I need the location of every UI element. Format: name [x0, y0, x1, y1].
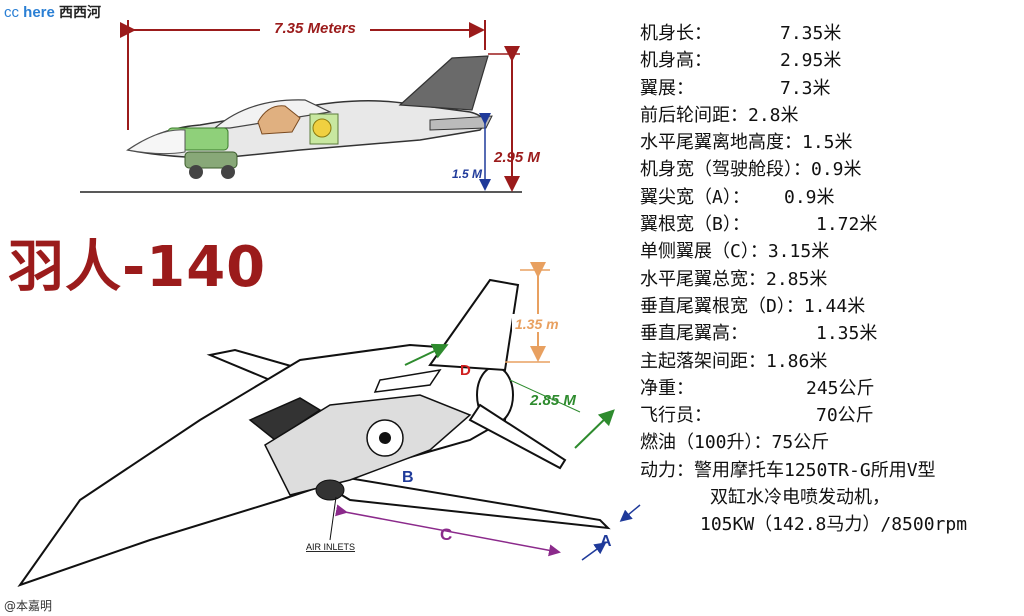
- spec-value: 3.15米: [767, 241, 830, 263]
- iso-left-tail: [373, 368, 442, 393]
- spec-row: 单侧翼展（C）：3.15米: [640, 238, 1020, 265]
- iso-canopy: [248, 397, 322, 441]
- spec-row: 主起落架间距：1.86米: [640, 348, 1020, 375]
- spec-value: 105KW（142.8马力）/8500rpm: [700, 514, 968, 536]
- spec-key: 水平尾翼总宽：: [640, 268, 766, 290]
- page-title: 羽人-140: [8, 235, 267, 300]
- air-inlets-leader: [329, 496, 337, 541]
- spec-key: 单侧翼展（C）：: [640, 241, 768, 263]
- spec-value: 0.9米: [811, 159, 862, 181]
- iso-cutaway: [264, 394, 472, 496]
- spec-row: 翼展： 7.3米: [640, 75, 1020, 102]
- spec-key: 水平尾翼离地高度：: [640, 132, 802, 154]
- spec-value: 2.85米: [766, 268, 828, 290]
- iso-horizontal-tail: [468, 403, 567, 470]
- iso-vertical-fin: [428, 278, 520, 372]
- tail-height-label: 1.5 M: [452, 167, 483, 181]
- spec-value: 75公斤: [771, 432, 830, 454]
- spec-value: 70公斤: [816, 405, 874, 427]
- watermark: cc here 西西河: [4, 2, 101, 22]
- height-label: 2.95 M: [493, 149, 540, 166]
- fin-height-label: 1.35 m: [515, 316, 559, 332]
- spec-key: 前后轮间距：: [640, 104, 748, 126]
- label-c: C: [440, 525, 452, 544]
- side-front-wheel: [189, 165, 203, 179]
- iso-air-inlet: [315, 479, 345, 501]
- spec-row: 垂直尾翼高： 1.35米: [640, 320, 1020, 347]
- spec-key: 动力：: [640, 459, 694, 481]
- spec-value: 1.5米: [802, 132, 853, 154]
- air-inlets-label: AIR INLETS: [306, 542, 355, 552]
- credit: @本嘉明: [4, 599, 53, 613]
- spec-row: 机身宽（驾驶舱段）：0.9米: [640, 156, 1020, 183]
- spec-row: 机身长： 7.35米: [640, 20, 1020, 47]
- side-engine-part: [312, 118, 332, 138]
- spec-key: 垂直尾翼高：: [640, 323, 748, 345]
- spec-key: 机身宽（驾驶舱段）：: [640, 159, 811, 181]
- tail-span-arrow-left: [404, 343, 449, 366]
- spec-value: 1.72米: [816, 214, 878, 236]
- length-label-bg: [260, 17, 370, 39]
- c-dimension: [335, 504, 561, 557]
- spec-key: 机身长：: [640, 23, 712, 44]
- spec-key: 翼展：: [640, 77, 694, 99]
- a-arrow-lower: [581, 542, 607, 561]
- side-rear-wheel: [221, 165, 235, 179]
- spec-value: 2.95米: [780, 50, 842, 72]
- spec-key: 燃油（100升）：: [640, 432, 772, 454]
- spec-row: 垂直尾翼根宽（D）：1.44米: [640, 293, 1020, 320]
- spec-value: 2.8米: [748, 104, 799, 126]
- spec-value: 1.35米: [816, 323, 878, 345]
- spec-row: 水平尾翼总宽：2.85米: [640, 266, 1020, 293]
- side-vertical-tail: [398, 55, 489, 111]
- tail-span-leader: [509, 379, 581, 413]
- spec-value: 双缸水冷电喷发动机，: [710, 487, 890, 509]
- side-nose-gear: [184, 151, 238, 169]
- spec-value: 7.3米: [780, 77, 831, 99]
- spec-row: 机身高： 2.95米: [640, 47, 1020, 74]
- tail-span-arrow-right: [574, 409, 615, 449]
- spec-value: 1.86米: [766, 350, 828, 372]
- spec-key: 翼根宽（B）：: [640, 214, 750, 236]
- spec-list: 机身长：7.35米机身高：2.95米翼展：7.3米前后轮间距：2.8米水平尾翼离…: [640, 20, 1020, 539]
- label-d: D: [460, 362, 471, 379]
- spec-key: 翼尖宽（A）：: [640, 186, 750, 208]
- label-b: B: [402, 469, 414, 486]
- spec-value: 0.9米: [784, 186, 835, 208]
- watermark-site: 西西河: [59, 5, 102, 21]
- spec-row: 燃油（100升）：75公斤: [640, 429, 1020, 456]
- iso-fan-hub: [379, 432, 391, 444]
- tail-span-label: 2.85 M: [529, 392, 576, 409]
- spec-row: 动力：警用摩托车1250TR-G所用V型: [640, 457, 1020, 484]
- spec-value: 245公斤: [806, 377, 875, 399]
- spec-key: 主起落架间距：: [640, 350, 766, 372]
- spec-row: 前后轮间距：2.8米: [640, 102, 1020, 129]
- fin-height-label-bg: [512, 314, 570, 332]
- side-pilot: [257, 105, 301, 135]
- spec-row: 水平尾翼离地高度：1.5米: [640, 129, 1020, 156]
- spec-row: 翼尖宽（A）： 0.9米: [640, 184, 1020, 211]
- spec-row: 翼根宽（B）： 1.72米: [640, 211, 1020, 238]
- iso-view: 1.35 m 2.85 M D B C A AIR INLETS: [17, 262, 641, 587]
- spec-key: 净重：: [640, 377, 694, 399]
- spec-row: 105KW（142.8马力）/8500rpm: [640, 511, 1020, 538]
- iso-fuselage: [17, 343, 512, 587]
- spec-key: 飞行员：: [640, 405, 712, 427]
- watermark-here: here: [23, 4, 55, 21]
- spec-value: 1.44米: [803, 295, 866, 317]
- spec-value: 警用摩托车1250TR-G所用V型: [694, 459, 936, 481]
- spec-row: 飞行员： 70公斤: [640, 402, 1020, 429]
- spec-row: 双缸水冷电喷发动机，: [640, 484, 1020, 511]
- spec-value: 7.35米: [780, 23, 842, 44]
- length-label: 7.35 Meters: [274, 20, 356, 37]
- watermark-cc: cc: [4, 4, 19, 21]
- spec-row: 净重： 245公斤: [640, 375, 1020, 402]
- a-arrow-upper: [619, 504, 641, 522]
- label-a: A: [600, 533, 612, 550]
- side-nose: [126, 129, 186, 155]
- side-view: 7.35 Meters 2.95 M 1.5 M: [80, 17, 540, 193]
- spec-key: 机身高：: [640, 50, 712, 72]
- spec-key: 垂直尾翼根宽（D）：: [640, 295, 804, 317]
